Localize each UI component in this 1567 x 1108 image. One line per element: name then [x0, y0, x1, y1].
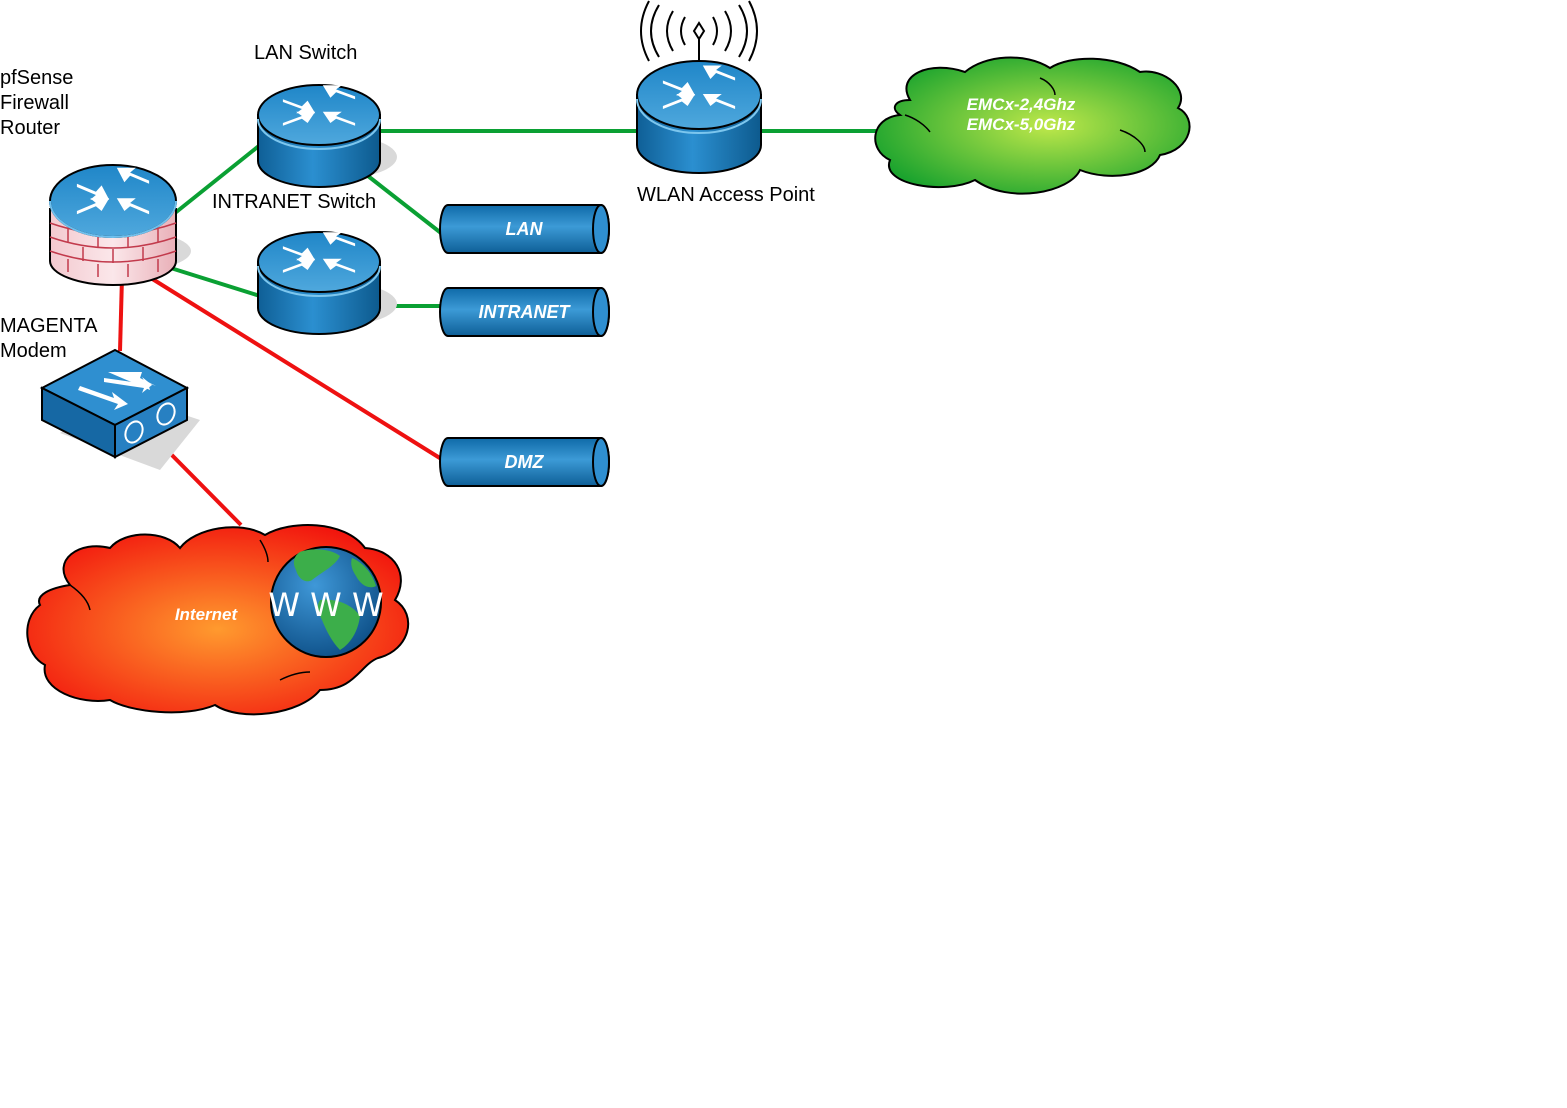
firewall-label: pfSense Firewall Router: [0, 66, 73, 141]
firewall-label-line-3: Router: [0, 117, 61, 139]
access-point-label: WLAN Access Point: [637, 184, 815, 206]
lan-switch-label: LAN Switch: [254, 42, 358, 64]
firewall-router-icon[interactable]: [49, 164, 191, 286]
link-lan-switch-lan-segment: [366, 174, 443, 235]
segment-dmz-label: DMZ: [505, 452, 545, 472]
segment-intranet-label: INTRANET: [479, 302, 572, 322]
lan-switch-icon[interactable]: [257, 84, 397, 188]
wlan-cloud[interactable]: EMCx-2,4Ghz EMCx-5,0Ghz: [874, 56, 1191, 195]
segment-lan[interactable]: LAN: [439, 204, 610, 254]
firewall-label-line-2: Firewall: [0, 92, 69, 114]
modem-label-line-2: Modem: [0, 340, 67, 362]
modem-label: MAGENTA Modem: [0, 314, 97, 364]
wlan-cloud-line-1: EMCx-2,4Ghz: [967, 95, 1076, 114]
link-firewall-modem: [118, 276, 124, 352]
intranet-switch-label: INTRANET Switch: [212, 191, 377, 213]
intranet-switch-icon[interactable]: [257, 231, 397, 335]
firewall-label-line-1: pfSense: [0, 67, 74, 89]
links: [118, 129, 878, 527]
internet-cloud-label: Internet: [175, 605, 239, 624]
link-firewall-dmz: [136, 268, 445, 462]
wlan-access-point-icon[interactable]: [636, 0, 762, 174]
link-firewall-lan-switch: [173, 143, 262, 215]
modem-icon[interactable]: [39, 348, 200, 470]
globe-www-label: W W W: [268, 586, 383, 624]
link-firewall-intranet-switch: [157, 262, 261, 298]
segment-lan-label: LAN: [506, 219, 544, 239]
wlan-cloud-line-2: EMCx-5,0Ghz: [967, 115, 1076, 134]
segment-intranet[interactable]: INTRANET: [439, 287, 610, 337]
modem-label-line-1: MAGENTA: [0, 315, 98, 337]
segment-dmz[interactable]: DMZ: [439, 437, 610, 487]
globe-icon: W W W: [268, 546, 384, 658]
